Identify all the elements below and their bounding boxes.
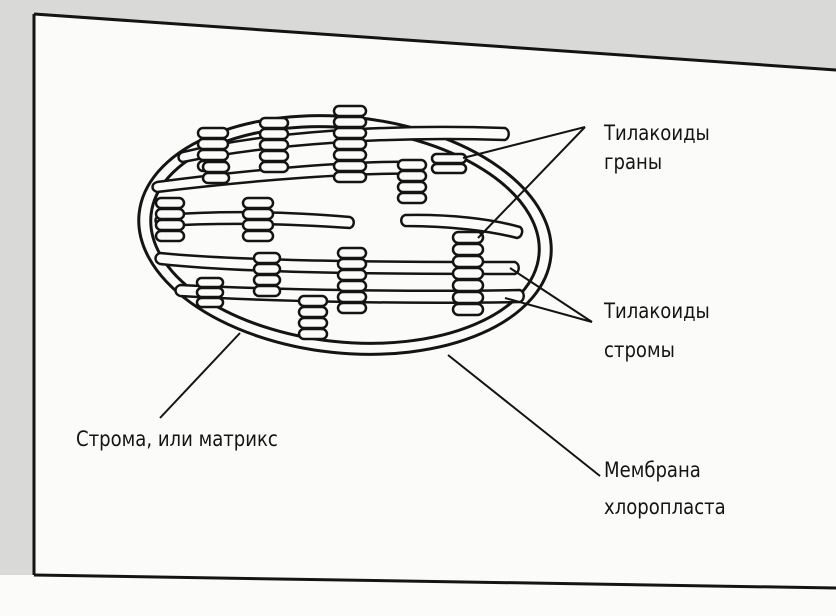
granum-disc [432, 164, 466, 173]
label-membrane-1: Мембрана [604, 455, 701, 485]
granum-disc [398, 193, 426, 203]
label-stroma-matrix: Строма, или матрикс [76, 424, 278, 454]
granum-disc [453, 244, 483, 255]
label-stroma-thylakoids-2: стромы [604, 335, 675, 365]
granum-disc [260, 140, 288, 150]
granum-disc [338, 292, 366, 302]
granum-disc [299, 329, 327, 339]
granum-disc [453, 268, 483, 279]
granum-disc [198, 128, 228, 138]
label-grana-thylakoids-1: Тилакоиды [604, 118, 710, 148]
granum-disc [299, 307, 327, 317]
granum-disc [198, 139, 228, 149]
granum-disc [299, 296, 327, 306]
label-grana-thylakoids-2: граны [604, 147, 662, 177]
granum-disc [197, 278, 223, 287]
granum-disc [334, 161, 366, 171]
granum-disc [156, 231, 184, 241]
granum-disc [254, 275, 280, 285]
granum-disc [453, 304, 483, 315]
granum-disc [243, 220, 273, 230]
granum-disc [334, 128, 366, 138]
granum-disc [453, 256, 483, 267]
granum-disc [338, 270, 366, 280]
granum-disc [260, 151, 288, 161]
granum-disc [243, 198, 273, 208]
granum-disc [156, 198, 184, 208]
granum-disc [338, 259, 366, 269]
granum-disc [334, 139, 366, 149]
paper-sheet [0, 14, 836, 616]
label-stroma-thylakoids-1: Тилакоиды [604, 296, 710, 326]
granum-disc [453, 280, 483, 291]
granum-disc [203, 162, 229, 172]
granum-disc [197, 288, 223, 297]
granum-disc [299, 318, 327, 328]
granum-disc [243, 231, 273, 241]
granum-disc [334, 117, 366, 127]
granum-disc [260, 162, 288, 172]
label-membrane-2: хлоропласта [604, 492, 726, 522]
granum-disc [243, 209, 273, 219]
granum-disc [338, 281, 366, 291]
granum-disc [260, 129, 288, 139]
granum-disc [338, 303, 366, 313]
granum-disc [398, 160, 426, 170]
granum-disc [398, 171, 426, 181]
granum-disc [254, 253, 280, 263]
granum-disc [254, 264, 280, 274]
granum-disc [260, 118, 288, 128]
granum-disc [198, 150, 228, 160]
granum-disc [334, 106, 366, 116]
granum-disc [197, 298, 223, 307]
granum-disc [338, 248, 366, 258]
granum-disc [203, 173, 229, 183]
granum-disc [254, 286, 280, 296]
granum-disc [156, 220, 184, 230]
granum-disc [432, 154, 466, 163]
granum-disc [156, 209, 184, 219]
granum-disc [453, 292, 483, 303]
granum-disc [334, 172, 366, 182]
granum-disc [334, 150, 366, 160]
granum-disc [398, 182, 426, 192]
